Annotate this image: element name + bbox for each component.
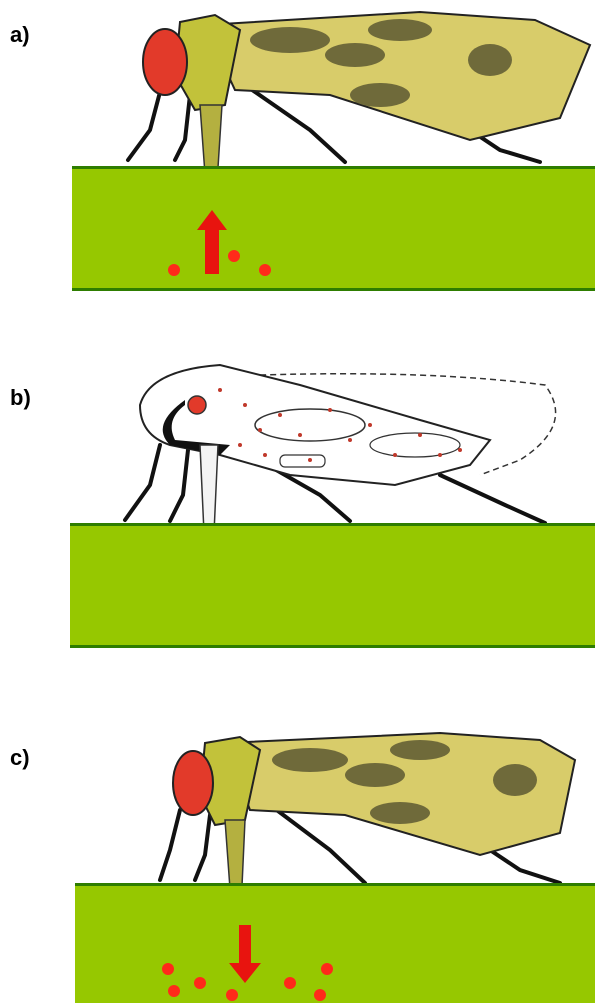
panel-c: c)	[0, 725, 595, 1003]
plant-tissue-bottom-edge	[70, 645, 595, 648]
plant-tissue-bottom-edge	[72, 288, 595, 291]
panel-a-illustration	[0, 0, 595, 300]
plant-tissue	[70, 523, 595, 648]
panel-a: a)	[0, 0, 595, 300]
panel-c-illustration	[0, 725, 595, 1003]
insect-eye	[143, 29, 187, 95]
salivary-gland	[188, 396, 206, 414]
plant-tissue	[75, 883, 595, 1003]
panel-b: b)	[0, 345, 595, 660]
plant-tissue-top-edge	[70, 523, 595, 526]
plant-tissue-top-edge	[75, 883, 595, 886]
plant-tissue	[72, 166, 595, 290]
insect-eye	[173, 751, 213, 815]
panel-b-illustration	[0, 345, 595, 660]
plant-tissue-top-edge	[72, 166, 595, 169]
